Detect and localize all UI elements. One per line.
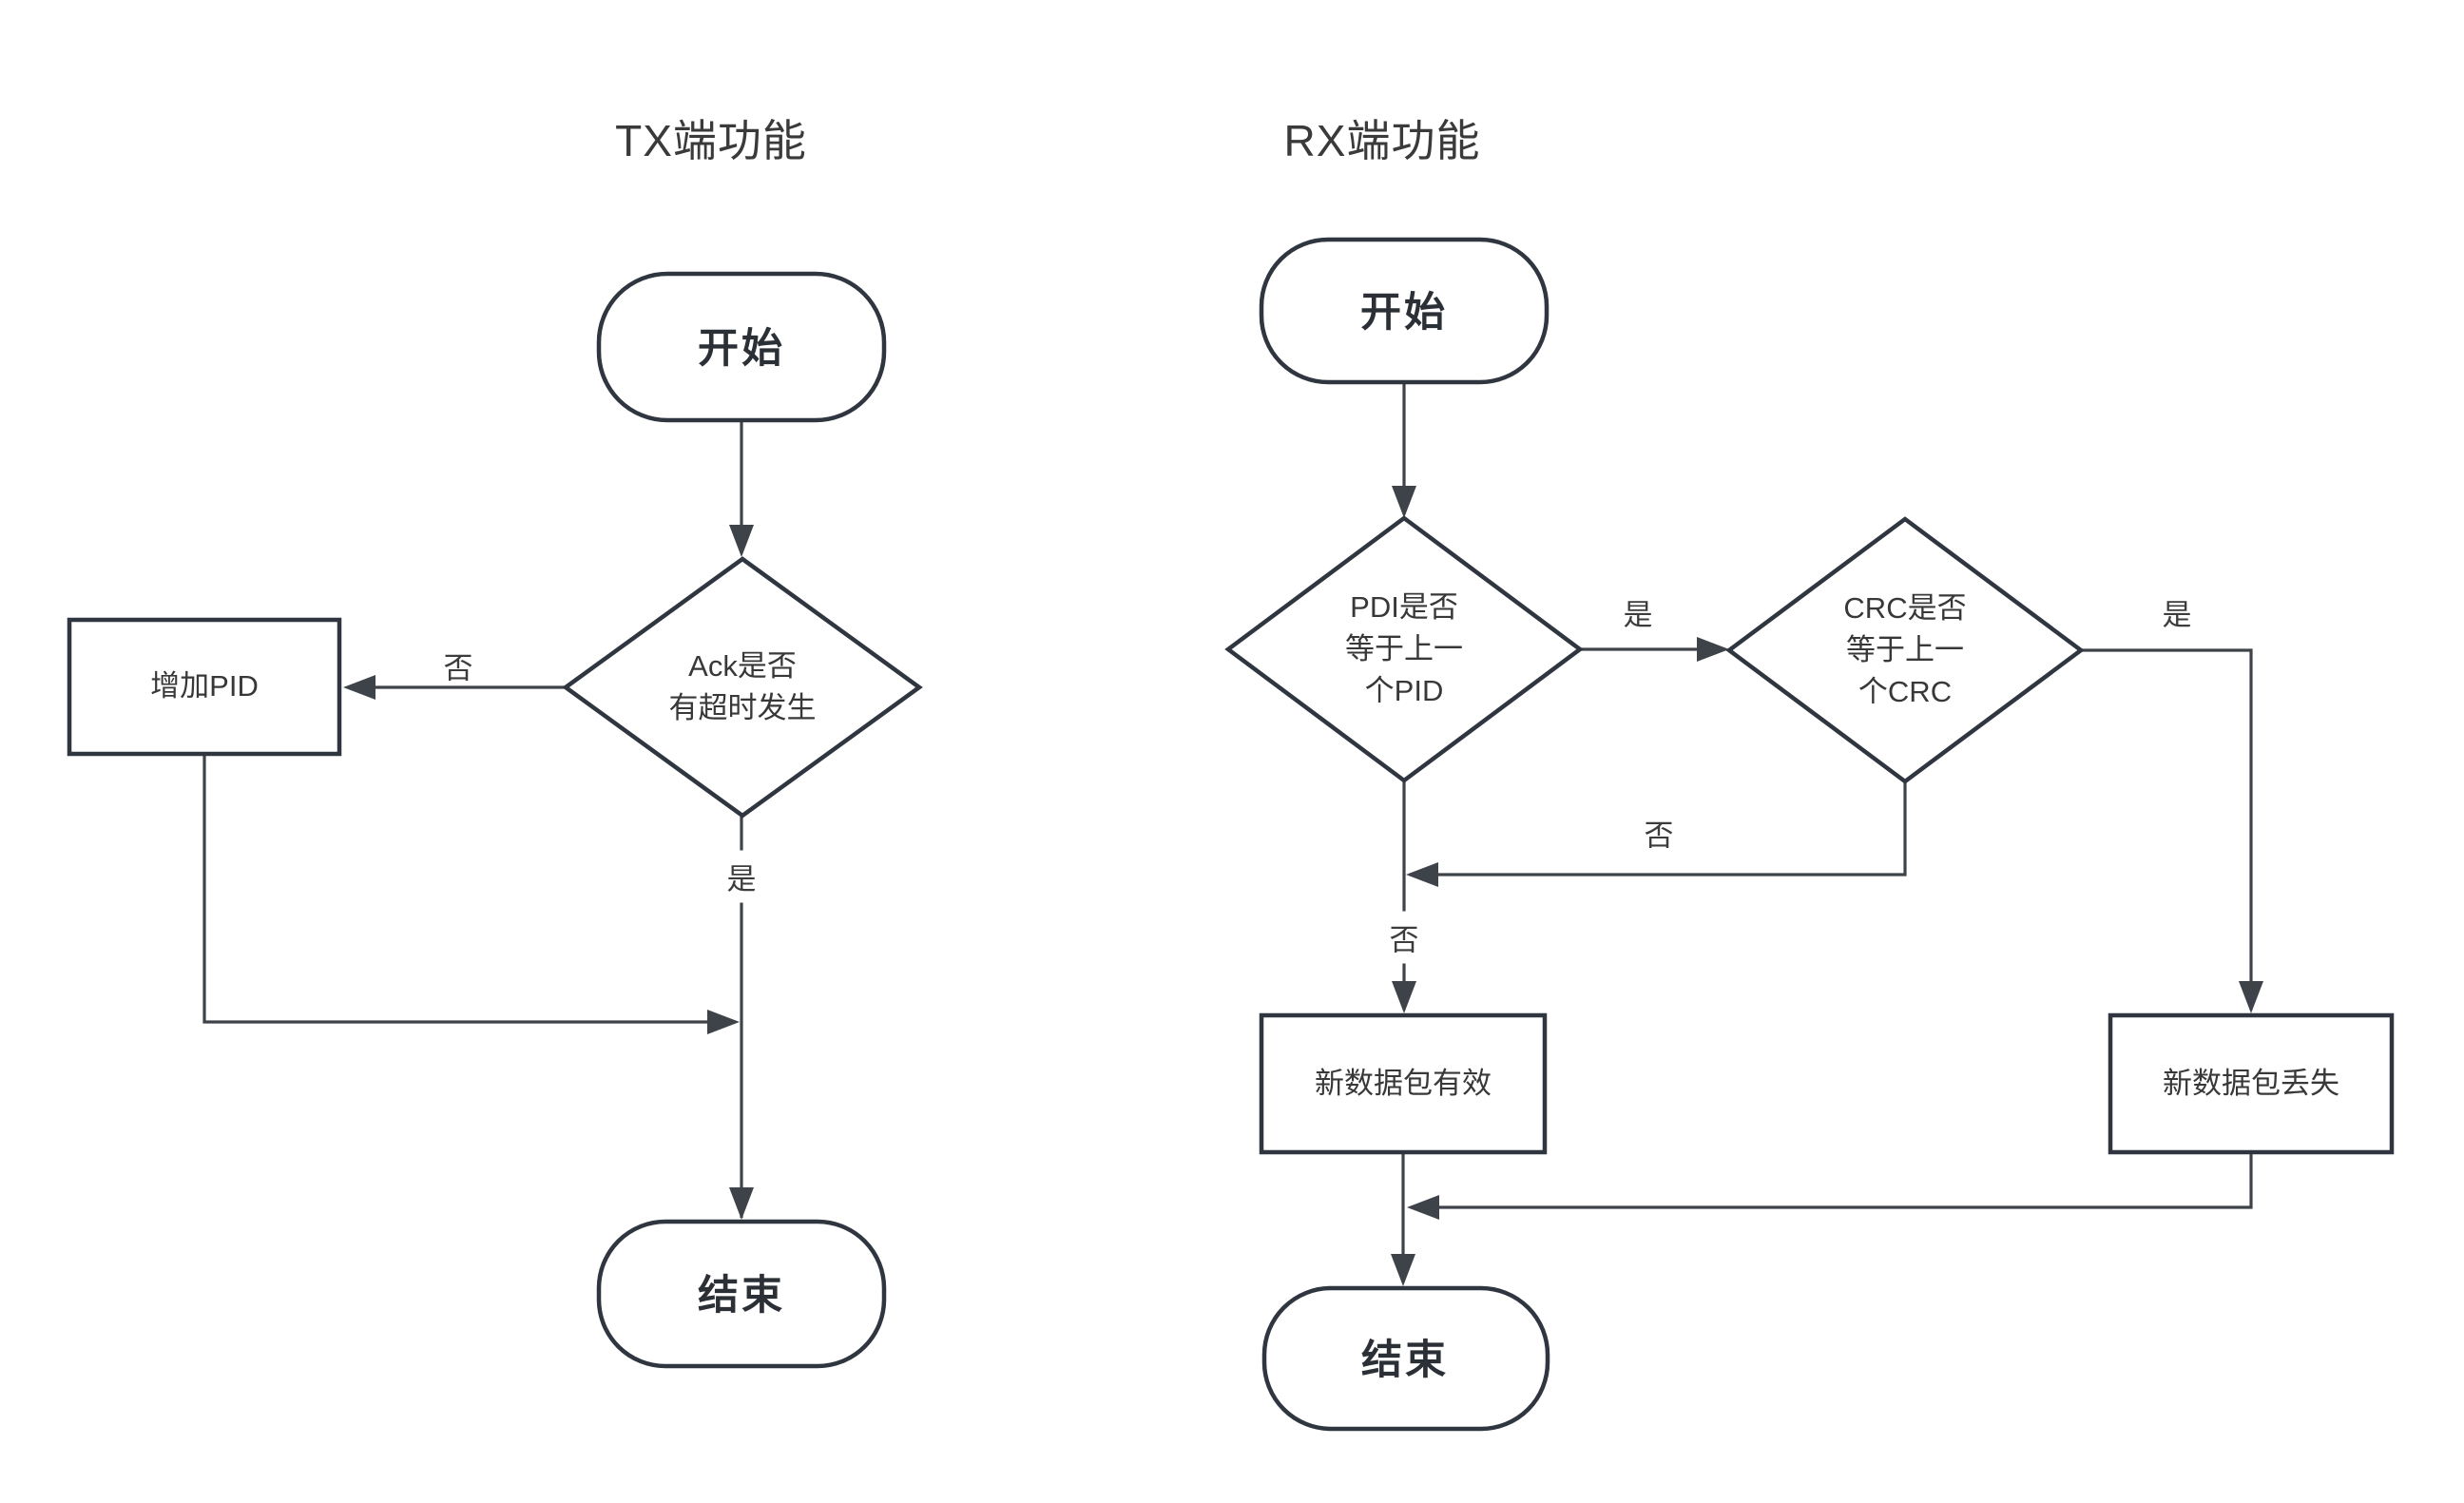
tx-decision-node-label: Ack是否 有超时发生: [668, 649, 817, 724]
tx-decision-node-shape[interactable]: [562, 556, 923, 819]
rx-end-node-label: 结束: [1361, 1338, 1449, 1383]
arrowhead-down-icon: [729, 1187, 754, 1220]
arrowhead-down-icon: [1392, 486, 1416, 518]
rx-start-node-label: 开始: [1360, 290, 1448, 336]
rx-end-node-shape[interactable]: [1261, 1285, 1550, 1432]
arrowhead-left-icon: [343, 675, 375, 700]
rx-edge-crc-yes-to-lost: [2081, 648, 2253, 1010]
arrowhead-right-icon: [1697, 637, 1729, 662]
arrowhead-down-icon: [1391, 1254, 1415, 1286]
rx-edge-crc-no-to-merge: [1410, 781, 1907, 877]
rx-decision-crc-node-shape[interactable]: [1725, 516, 2085, 784]
rx-edge-lost-to-merge: [1411, 1152, 2253, 1209]
tx-start-node-label: 开始: [698, 326, 785, 372]
rx-edge-label-no-crc: 否: [1644, 819, 1674, 853]
arrowhead-left-icon: [1406, 862, 1438, 887]
tx-edge-process-to-merge: [202, 754, 727, 1024]
tx-process-node-label: 增加PID: [150, 669, 259, 703]
tx-start-node-shape[interactable]: [596, 271, 887, 423]
arrowhead-down-icon: [729, 525, 754, 557]
rx-decision-crc-node-label: CRC是否 等于上一 个CRC: [1843, 591, 1967, 708]
arrowhead-down-icon: [1392, 981, 1416, 1013]
tx-column-title: TX端功能: [615, 116, 807, 165]
rx-valid-node-label: 新数据包有效: [1315, 1067, 1492, 1100]
tx-end-node-label: 结束: [698, 1273, 785, 1319]
arrowhead-down-icon: [2239, 981, 2263, 1013]
rx-edge-label-yes-crc: 是: [2162, 598, 2192, 632]
rx-valid-node-shape[interactable]: [1259, 1012, 1548, 1155]
rx-lost-node-label: 新数据包丢失: [2163, 1067, 2339, 1100]
rx-lost-node-shape[interactable]: [2108, 1012, 2395, 1155]
rx-decision-pid-node-label: PDI是否 等于上一 个PID: [1345, 590, 1463, 707]
rx-edge-label-yes-pid: 是: [1623, 598, 1653, 632]
tx-process-node-shape[interactable]: [67, 617, 342, 757]
arrowhead-left-icon: [1407, 1195, 1439, 1220]
rx-edge-label-no-pid: 否: [1386, 911, 1422, 964]
tx-end-node-shape[interactable]: [596, 1219, 887, 1369]
rx-decision-pid-node-shape[interactable]: [1224, 515, 1584, 783]
tx-edge-label-no: 否: [443, 651, 473, 685]
arrowhead-right-icon: [707, 1010, 740, 1034]
rx-start-node-shape[interactable]: [1259, 237, 1550, 385]
rx-column-title: RX端功能: [1283, 116, 1481, 165]
tx-edge-label-yes: 是: [723, 850, 760, 903]
